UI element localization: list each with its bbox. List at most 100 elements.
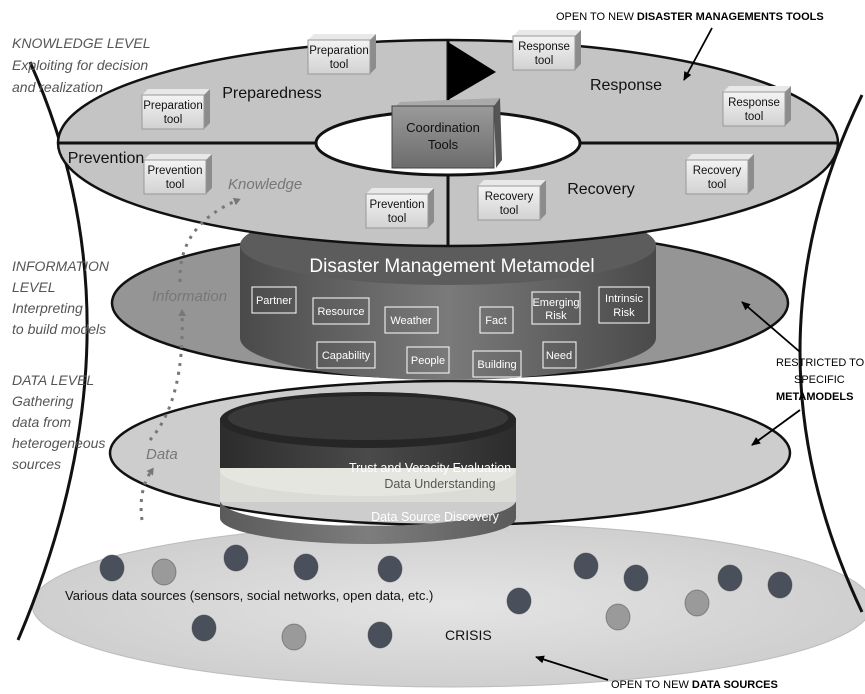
data-source-dot <box>281 623 307 651</box>
concept-need: Need <box>542 341 577 369</box>
svg-text:heterogeneous: heterogeneous <box>12 435 105 451</box>
annotation-restricted-metamodels: RESTRICTED TO SPECIFIC METAMODELS <box>776 357 865 403</box>
data-level-label: DATA LEVEL Gathering data from heterogen… <box>12 372 105 472</box>
crisis-label: CRISIS <box>445 627 492 643</box>
svg-text:Partner: Partner <box>256 295 292 307</box>
data-source-dot <box>367 621 393 649</box>
data-source-dot <box>605 603 631 631</box>
svg-text:Emerging: Emerging <box>532 297 579 309</box>
response-tool-box: Response tool <box>722 86 791 127</box>
svg-text:Weather: Weather <box>390 315 432 327</box>
svg-text:data from: data from <box>12 414 71 430</box>
svg-text:Intrinsic: Intrinsic <box>605 293 643 305</box>
trust-veracity-layer: Trust and Veracity Evaluation <box>349 461 511 475</box>
phase-preparedness: Preparedness <box>222 85 322 102</box>
data-sources-label: Various data sources (sensors, social ne… <box>65 588 433 603</box>
svg-text:SPECIFIC: SPECIFIC <box>794 374 845 386</box>
data-source-dot <box>151 558 177 586</box>
svg-text:KNOWLEDGE LEVEL: KNOWLEDGE LEVEL <box>12 35 151 51</box>
svg-text:Need: Need <box>546 350 572 362</box>
preparation-tool-box: Preparation tool <box>141 89 210 130</box>
svg-text:Fact: Fact <box>485 315 506 327</box>
data-source-dot <box>223 544 249 572</box>
flow-arrow-knowledge <box>178 197 241 283</box>
flow-information: Information <box>152 288 227 305</box>
data-cylinder <box>220 392 516 544</box>
svg-text:tool: tool <box>535 55 554 67</box>
svg-text:Prevention: Prevention <box>370 199 425 211</box>
concept-partner: Partner <box>251 286 297 314</box>
svg-text:Prevention: Prevention <box>148 165 203 177</box>
annotation-restricted-arrow-up <box>741 301 801 353</box>
phase-prevention: Prevention <box>68 150 145 167</box>
concept-people: People <box>406 346 450 374</box>
svg-text:Response: Response <box>518 41 570 53</box>
svg-text:METAMODELS: METAMODELS <box>776 391 853 403</box>
concept-building: Building <box>472 350 522 378</box>
response-tool-box: Response tool <box>512 30 581 71</box>
data-understanding-layer: Data Understanding <box>384 477 495 491</box>
metamodel-title: Disaster Management Metamodel <box>309 256 594 277</box>
phase-response: Response <box>590 77 662 94</box>
svg-text:Tools: Tools <box>428 137 459 152</box>
svg-text:tool: tool <box>164 114 183 126</box>
prevention-tool-box: Prevention tool <box>365 188 434 229</box>
data-source-dot <box>293 553 319 581</box>
concept-fact: Fact <box>479 306 514 334</box>
annotation-open-tools: OPEN TO NEW DISASTER MANAGEMENTS TOOLS <box>556 11 824 23</box>
knowledge-level-label: KNOWLEDGE LEVEL Exploiting for decision … <box>12 35 151 95</box>
svg-text:People: People <box>411 355 445 367</box>
direction-triangle <box>448 42 496 100</box>
svg-text:Coordination: Coordination <box>406 120 480 135</box>
svg-text:Response: Response <box>728 97 780 109</box>
data-source-dot <box>767 571 793 599</box>
svg-text:DATA LEVEL: DATA LEVEL <box>12 372 94 388</box>
information-level-label: INFORMATION LEVEL Interpreting to build … <box>12 258 110 337</box>
data-source-dot <box>377 555 403 583</box>
data-source-dot <box>573 552 599 580</box>
phase-recovery: Recovery <box>567 181 635 198</box>
svg-text:Preparation: Preparation <box>143 100 202 112</box>
data-source-discovery-layer: Data Source Discovery <box>371 510 500 524</box>
svg-text:and realization: and realization <box>12 79 103 95</box>
svg-text:Risk: Risk <box>545 310 567 322</box>
svg-text:Resource: Resource <box>317 306 364 318</box>
svg-text:tool: tool <box>166 179 185 191</box>
data-source-dot <box>191 614 217 642</box>
svg-text:Capability: Capability <box>322 350 371 362</box>
data-source-dot <box>506 587 532 615</box>
concept-resource: Resource <box>312 297 370 325</box>
data-source-dot <box>717 564 743 592</box>
data-source-dot <box>99 554 125 582</box>
flow-arrow-data <box>139 467 154 521</box>
svg-text:LEVEL: LEVEL <box>12 279 56 295</box>
svg-text:INFORMATION: INFORMATION <box>12 258 110 274</box>
svg-text:tool: tool <box>388 213 407 225</box>
annotation-tools-arrow <box>683 27 713 81</box>
svg-text:tool: tool <box>500 205 519 217</box>
coordination-tools: Coordination Tools <box>391 98 502 169</box>
annotation-sources-arrow <box>535 655 609 681</box>
prevention-tool-box: Prevention tool <box>143 154 212 195</box>
annotation-restricted-arrow-down <box>751 409 801 446</box>
flow-knowledge: Knowledge <box>228 176 302 193</box>
concept-weather: Weather <box>384 306 439 334</box>
svg-text:Preparation: Preparation <box>309 45 368 57</box>
svg-text:Interpreting: Interpreting <box>12 300 83 316</box>
svg-text:Building: Building <box>477 359 516 371</box>
svg-text:Risk: Risk <box>613 307 635 319</box>
svg-text:Gathering: Gathering <box>12 393 74 409</box>
crisis-ground <box>31 522 865 688</box>
svg-text:Recovery: Recovery <box>693 165 742 177</box>
svg-text:to build models: to build models <box>12 321 106 337</box>
annotation-open-sources: OPEN TO NEW DATA SOURCES <box>611 679 778 691</box>
svg-text:RESTRICTED TO: RESTRICTED TO <box>776 357 865 369</box>
data-source-dot <box>623 564 649 592</box>
svg-text:tool: tool <box>745 111 764 123</box>
